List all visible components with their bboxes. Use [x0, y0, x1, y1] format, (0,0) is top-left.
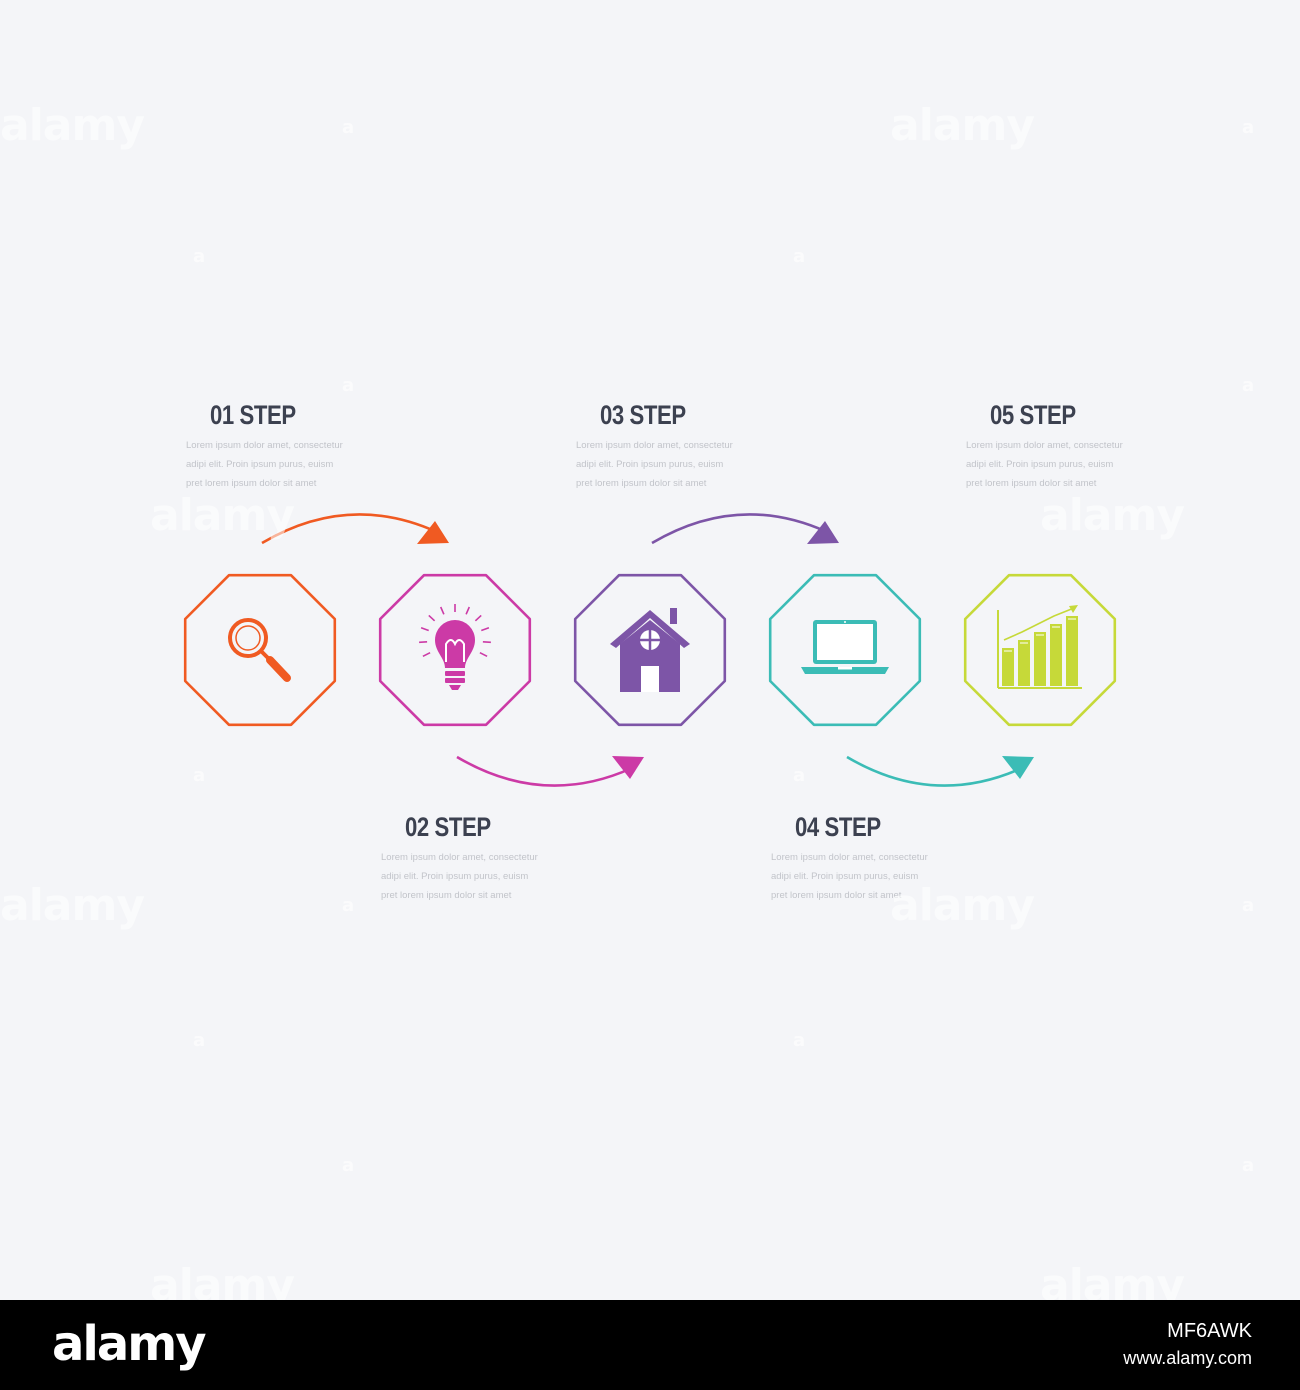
- step-1-node: [183, 573, 337, 727]
- lightbulb-icon: [419, 604, 491, 690]
- connector-arrow-3-to-4: [651, 513, 839, 545]
- step-4-description: Lorem ipsum dolor amet, consectetur adip…: [771, 852, 928, 901]
- arrowhead: [807, 521, 839, 544]
- step-2-title: 02 STEP: [405, 812, 491, 842]
- image-id: MF6AWK: [1167, 1320, 1252, 1342]
- step-1-description: Lorem ipsum dolor amet, consectetur adip…: [186, 440, 343, 489]
- step-diagram: [183, 513, 1117, 787]
- step-2-node: [378, 573, 532, 727]
- step-3-node: [573, 573, 727, 727]
- connector-arrow-4-to-5: [846, 755, 1034, 787]
- step-2-description: Lorem ipsum dolor amet, consectetur adip…: [381, 852, 538, 901]
- footer-bar: alamy MF6AWK www.alamy.com: [0, 1300, 1300, 1390]
- octagon-frame: [573, 573, 727, 727]
- octagon-frame: [768, 573, 922, 727]
- octagon-frame: [183, 573, 337, 727]
- octagon-frame: [378, 573, 532, 727]
- step-3-description: Lorem ipsum dolor amet, consectetur adip…: [576, 440, 733, 489]
- step-4-title: 04 STEP: [795, 812, 881, 842]
- infographic-canvas: 01 STEP Lorem ipsum dolor amet, consecte…: [183, 400, 1123, 901]
- alamy-logo: alamy: [52, 1316, 207, 1372]
- octagon-frame: [963, 573, 1117, 727]
- connector-arrow-2-to-3: [456, 755, 644, 787]
- arrowhead: [612, 756, 644, 779]
- arrowhead: [1002, 756, 1034, 779]
- arrowhead: [417, 521, 449, 544]
- step-4-node: [768, 573, 922, 727]
- laptop-icon: [801, 620, 889, 674]
- step-5-title: 05 STEP: [990, 400, 1076, 430]
- step-5-description: Lorem ipsum dolor amet, consectetur adip…: [966, 440, 1123, 489]
- step-3-title: 03 STEP: [600, 400, 686, 430]
- bar-chart-icon: [997, 605, 1082, 689]
- connector-arrow-1-to-2: [261, 513, 449, 545]
- magnifier-icon: [228, 618, 291, 682]
- footer-meta: MF6AWK www.alamy.com: [1123, 1318, 1252, 1372]
- house-icon: [610, 608, 690, 692]
- step-5-node: [963, 573, 1117, 727]
- footer-url[interactable]: www.alamy.com: [1123, 1348, 1252, 1368]
- step-1-title: 01 STEP: [210, 400, 296, 430]
